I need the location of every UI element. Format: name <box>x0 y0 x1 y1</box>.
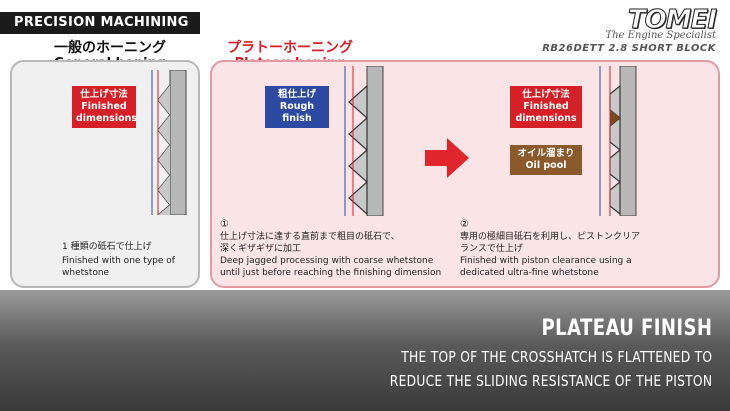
plateau-wall-diagram <box>599 66 637 216</box>
footer-headline: PLATEAU FINISH <box>541 316 712 341</box>
rough-finish-label-jp: 粗仕上げ <box>277 89 316 100</box>
plateau-finished-label-jp: 仕上げ寸法 <box>522 89 570 100</box>
rough-wall-diagram <box>344 66 384 216</box>
oil-pool-label: オイル溜まり Oil pool <box>510 145 582 175</box>
brand-logo: TOMEI <box>627 5 717 35</box>
brand-tagline: The Engine Specialist <box>605 30 716 41</box>
footer-line-2: REDUCE THE SLIDING RESISTANCE OF THE PIS… <box>389 372 712 390</box>
step2-desc-en-1: Finished with piston clearance using a <box>460 256 632 266</box>
plateau-finished-label-en-1: Finished <box>523 101 569 112</box>
general-desc-en-2: whetstone <box>62 268 110 278</box>
plateau-finished-label-en-2: dimensions <box>515 113 577 124</box>
general-finished-label-jp: 仕上げ寸法 <box>80 89 128 100</box>
brand-block: TOMEI The Engine Specialist RB26DETT 2.8… <box>542 5 717 55</box>
step1-desc-en-2: until just before reaching the finishing… <box>220 268 442 278</box>
step1-desc-jp-1: 仕上げ寸法に達する直前まで粗目の砥石で、 <box>220 232 400 242</box>
general-desc-jp: 1 種類の砥石で仕上げ <box>62 242 152 252</box>
general-title-jp: 一般のホーニング <box>54 40 166 56</box>
step1-number: ① <box>220 219 229 230</box>
oil-pool-label-en: Oil pool <box>525 160 567 171</box>
arrow-right-icon <box>425 138 469 178</box>
step2-desc-jp-1: 専用の極細目砥石を利用し、ピストンクリア <box>460 232 641 242</box>
step2-desc-jp-2: ランスで仕上げ <box>460 244 523 254</box>
general-finished-label-en-2: dimensions <box>76 113 138 124</box>
step2-desc-en-2: dedicated ultra-fine whetstone <box>460 268 599 278</box>
oil-pool-label-jp: オイル溜まり <box>517 148 575 159</box>
rough-finish-label: 粗仕上げ Rough finish <box>265 86 329 128</box>
footer-band <box>0 290 730 411</box>
general-desc-en-1: Finished with one type of <box>62 256 175 266</box>
general-finished-label-en-1: Finished <box>81 101 127 112</box>
step1-desc-en-1: Deep jagged processing with coarse whets… <box>220 256 434 266</box>
step1-desc-jp-2: 深くギザギザに加工 <box>220 244 302 254</box>
section-tag: PRECISION MACHINING <box>0 12 200 34</box>
plateau-title-jp: プラトーホーニング <box>227 40 353 56</box>
rough-finish-label-en: Rough finish <box>279 101 315 124</box>
step2-number: ② <box>460 219 469 230</box>
general-wall-diagram <box>151 70 187 215</box>
plateau-finished-label: 仕上げ寸法 Finished dimensions <box>510 86 582 128</box>
brand-model: RB26DETT 2.8 SHORT BLOCK <box>542 43 716 54</box>
general-finished-label: 仕上げ寸法 Finished dimensions <box>72 86 138 128</box>
footer-line-1: THE TOP OF THE CROSSHATCH IS FLATTENED T… <box>401 348 712 366</box>
